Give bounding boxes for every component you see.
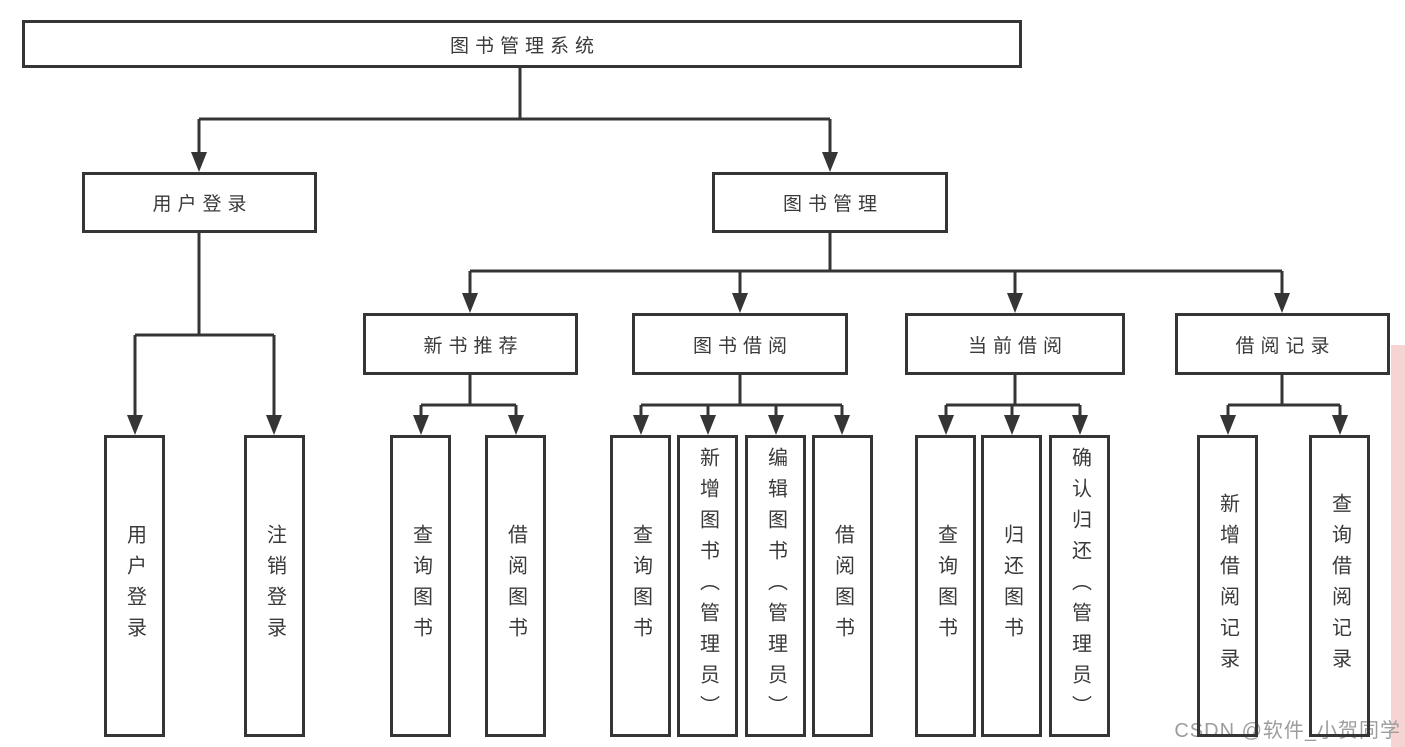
node-current-borrowing: 当前借阅	[905, 313, 1125, 375]
csdn-watermark: CSDN @软件_小贺同学	[1174, 720, 1401, 742]
node-label: 注销登录	[263, 524, 286, 648]
leaf-borrow-books-2: 借阅图书	[812, 435, 873, 737]
right-edge-strip	[1391, 345, 1405, 747]
node-label: 确认归还（管理员）	[1068, 446, 1091, 726]
node-label: 用户登录	[123, 524, 146, 648]
node-root: 图书管理系统	[22, 20, 1022, 68]
leaf-query-books-1: 查询图书	[390, 435, 451, 737]
leaf-edit-books-admin: 编辑图书（管理员）	[745, 435, 806, 737]
node-label: 借阅图书	[504, 524, 527, 648]
leaf-user-login: 用户登录	[104, 435, 165, 737]
leaf-borrow-books-1: 借阅图书	[485, 435, 546, 737]
connector-paths	[133, 68, 1342, 416]
node-label: 归还图书	[1000, 524, 1023, 648]
node-label: 查询图书	[629, 524, 652, 648]
leaf-add-books-admin: 新增图书（管理员）	[677, 435, 738, 737]
leaf-add-borrow-record: 新增借阅记录	[1197, 435, 1258, 737]
node-new-book-recommend: 新书推荐	[363, 313, 578, 375]
node-book-management: 图书管理	[712, 172, 948, 233]
node-label: 编辑图书（管理员）	[764, 446, 787, 726]
leaf-confirm-return-admin: 确认归还（管理员）	[1049, 435, 1110, 737]
arrowheads	[127, 152, 1348, 435]
node-borrowing-records: 借阅记录	[1175, 313, 1390, 375]
node-label: 新增借阅记录	[1216, 493, 1239, 679]
leaf-return-books: 归还图书	[981, 435, 1042, 737]
node-user-login: 用户登录	[82, 172, 317, 233]
node-book-borrowing: 图书借阅	[632, 313, 848, 375]
node-label: 借阅图书	[831, 524, 854, 648]
leaf-query-borrow-record: 查询借阅记录	[1309, 435, 1370, 737]
leaf-query-books-2: 查询图书	[610, 435, 671, 737]
leaf-logout: 注销登录	[244, 435, 305, 737]
node-label: 新增图书（管理员）	[696, 446, 719, 726]
leaf-query-books-3: 查询图书	[915, 435, 976, 737]
node-label: 查询借阅记录	[1328, 493, 1351, 679]
node-label: 查询图书	[409, 524, 432, 648]
node-label: 查询图书	[934, 524, 957, 648]
